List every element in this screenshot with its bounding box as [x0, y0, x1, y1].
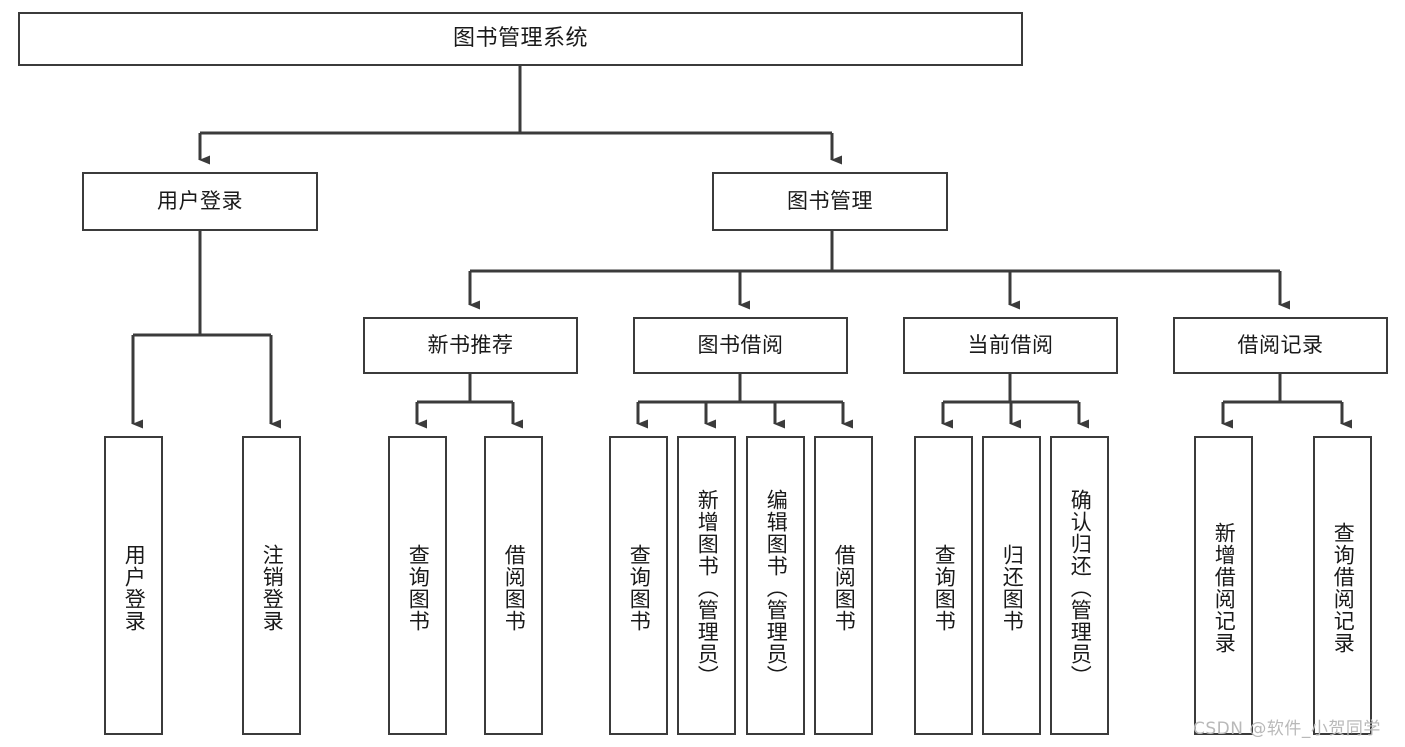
leaf-record-add-borrow-record[interactable]: 新增借阅记录 [1194, 436, 1253, 735]
node-user-login[interactable]: 用户登录 [82, 172, 318, 231]
leaf-borrow-edit-book-admin[interactable]: 编辑图书（管理员） [746, 436, 805, 735]
node-label: 查询图书 [932, 543, 957, 632]
node-label: 借阅图书 [502, 543, 527, 632]
node-label: 当前借阅 [967, 332, 1054, 357]
leaf-logout[interactable]: 注销登录 [242, 436, 301, 735]
leaf-current-return-book[interactable]: 归还图书 [982, 436, 1041, 735]
node-label: 确认归还（管理员） [1068, 488, 1093, 687]
node-label: 用户登录 [157, 188, 243, 213]
node-label: 归还图书 [1000, 543, 1025, 632]
node-label: 图书管理系统 [452, 25, 588, 51]
node-book-management[interactable]: 图书管理 [712, 172, 948, 231]
node-label: 注销登录 [260, 543, 285, 632]
node-label: 查询图书 [406, 543, 431, 632]
leaf-borrow-add-book-admin[interactable]: 新增图书（管理员） [677, 436, 736, 735]
node-label: 图书借阅 [697, 332, 784, 357]
node-borrow-record[interactable]: 借阅记录 [1173, 317, 1388, 374]
leaf-current-query-book[interactable]: 查询图书 [914, 436, 973, 735]
node-new-book-recommendation[interactable]: 新书推荐 [363, 317, 578, 374]
node-root-system[interactable]: 图书管理系统 [18, 12, 1023, 66]
leaf-new-book-borrow-book[interactable]: 借阅图书 [484, 436, 543, 735]
node-current-borrow[interactable]: 当前借阅 [903, 317, 1118, 374]
node-label: 查询图书 [627, 543, 652, 632]
node-label: 新增图书（管理员） [695, 488, 720, 687]
node-label: 编辑图书（管理员） [764, 488, 789, 687]
node-label: 借阅图书 [832, 543, 857, 632]
node-label: 用户登录 [122, 543, 147, 632]
node-label: 借阅记录 [1237, 332, 1324, 357]
leaf-record-query-borrow-record[interactable]: 查询借阅记录 [1313, 436, 1372, 735]
node-label: 新增借阅记录 [1212, 521, 1237, 654]
leaf-borrow-query-book[interactable]: 查询图书 [609, 436, 668, 735]
node-label: 新书推荐 [427, 332, 514, 357]
leaf-current-confirm-return-admin[interactable]: 确认归还（管理员） [1050, 436, 1109, 735]
node-label: 查询借阅记录 [1331, 521, 1356, 654]
leaf-user-login[interactable]: 用户登录 [104, 436, 163, 735]
leaf-new-book-query-book[interactable]: 查询图书 [388, 436, 447, 735]
leaf-borrow-borrow-book[interactable]: 借阅图书 [814, 436, 873, 735]
node-label: 图书管理 [787, 188, 873, 213]
node-book-borrow[interactable]: 图书借阅 [633, 317, 848, 374]
